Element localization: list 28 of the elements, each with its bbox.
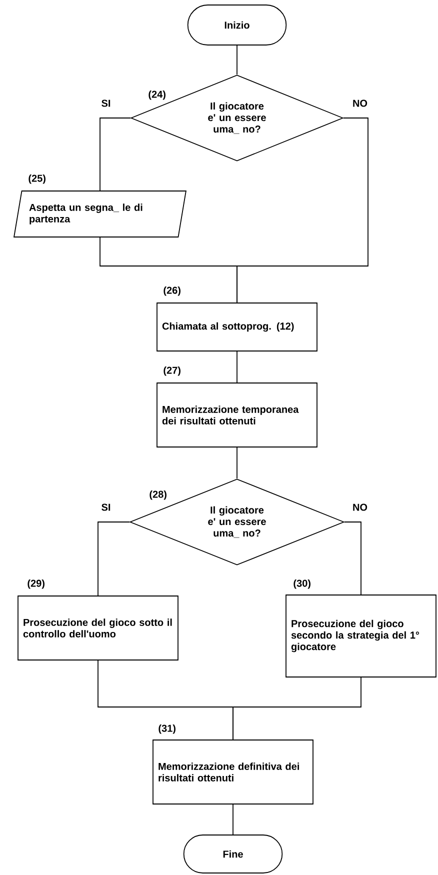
connector xyxy=(98,522,130,596)
process-box: Memorizzazione temporanea dei risultati ottenuti xyxy=(156,382,318,448)
edge-label: SI xyxy=(100,502,112,512)
connector xyxy=(236,351,238,383)
step-number: (26) xyxy=(164,286,180,296)
terminal-box: Inizio xyxy=(187,4,287,46)
connector xyxy=(232,804,234,835)
edge-label: SI xyxy=(100,98,112,108)
step-number: (24) xyxy=(148,90,166,100)
connector xyxy=(100,237,238,303)
edge-label: NO xyxy=(352,502,368,512)
connector xyxy=(236,45,238,75)
connector xyxy=(232,677,362,740)
terminal-box: Fine xyxy=(183,834,283,874)
process-box: Prosecuzione del gioco sotto il controllo dell'uomo xyxy=(18,596,178,660)
step-number: (31) xyxy=(158,724,176,734)
connector xyxy=(100,118,131,191)
step-number: (28) xyxy=(150,490,166,500)
process-box: Prosecuzione del gioco secondo la strategia del 1° giocatore xyxy=(286,594,436,678)
edge-label: NO xyxy=(352,98,368,108)
step-number: (27) xyxy=(164,366,180,376)
process-box: Chiamata al sottoprog. (12) xyxy=(156,302,318,352)
step-number: (25) xyxy=(28,174,46,184)
connector xyxy=(236,447,238,479)
process-box: Memorizzazione definitiva dei risultati ottenuti xyxy=(152,740,314,804)
step-number: (29) xyxy=(28,579,44,589)
step-number: (30) xyxy=(294,579,310,589)
connector xyxy=(344,522,362,595)
